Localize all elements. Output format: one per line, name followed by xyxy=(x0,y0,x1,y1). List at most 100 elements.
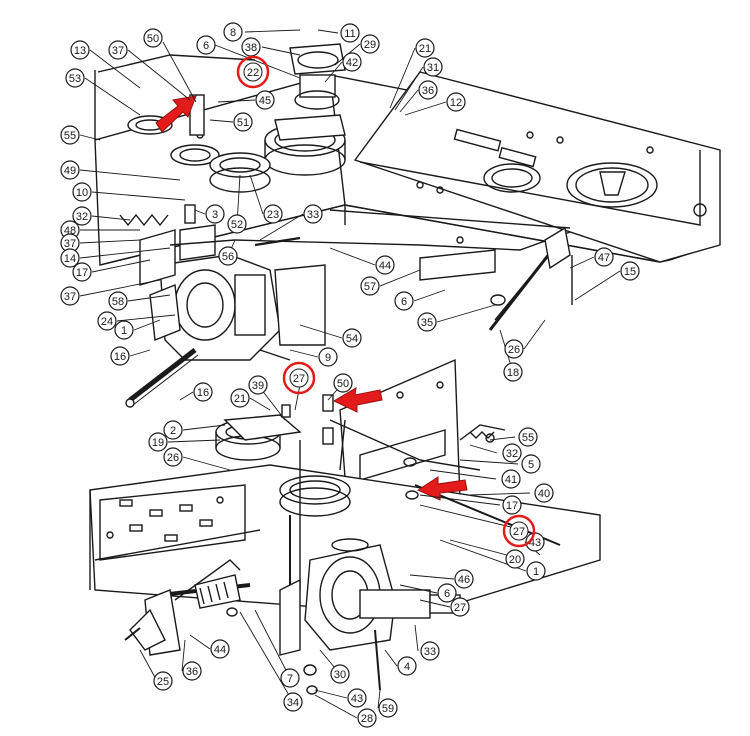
part-callout-58: 58 xyxy=(108,291,128,311)
part-callout-54: 54 xyxy=(342,328,362,348)
part-callout-16: 16 xyxy=(193,382,213,402)
callout-circle xyxy=(420,641,440,661)
part-callout-24: 24 xyxy=(97,311,117,331)
callout-circle xyxy=(397,656,417,676)
highlighted-callout-22: 22 xyxy=(236,55,270,89)
callout-circle xyxy=(340,23,360,43)
arrow-middle xyxy=(332,387,383,413)
callout-circle xyxy=(360,34,380,54)
part-callout-17: 17 xyxy=(72,262,92,282)
callout-circle xyxy=(526,561,546,581)
callout-number: 34 xyxy=(287,697,299,709)
callout-number: 26 xyxy=(508,344,520,356)
part-callout-41: 41 xyxy=(501,469,521,489)
callout-circle xyxy=(108,40,128,60)
callout-circle xyxy=(347,688,367,708)
part-callout-7: 7 xyxy=(280,668,300,688)
part-callout-46: 46 xyxy=(454,569,474,589)
callout-number: 31 xyxy=(427,62,439,74)
callout-number: 20 xyxy=(509,554,521,566)
callout-number: 10 xyxy=(76,187,88,199)
callout-circle xyxy=(378,698,398,718)
callout-number: 16 xyxy=(197,387,209,399)
part-callout-8: 8 xyxy=(223,22,243,42)
callout-circle xyxy=(418,80,438,100)
callout-circle xyxy=(357,708,377,728)
callout-circle xyxy=(534,483,554,503)
callout-circle xyxy=(303,204,323,224)
part-callout-3: 3 xyxy=(205,204,225,224)
callout-number: 55 xyxy=(522,432,534,444)
callout-number: 57 xyxy=(364,281,376,293)
part-callout-47: 47 xyxy=(594,247,614,267)
callout-number: 17 xyxy=(76,267,88,279)
callout-circle xyxy=(248,375,268,395)
callout-circle xyxy=(72,182,92,202)
callout-circle xyxy=(233,112,253,132)
callout-number: 41 xyxy=(505,474,517,486)
part-callout-31: 31 xyxy=(423,57,443,77)
part-callout-43: 43 xyxy=(525,532,545,552)
callout-circle xyxy=(280,668,300,688)
part-callout-21: 21 xyxy=(415,38,435,58)
part-callout-57: 57 xyxy=(360,276,380,296)
callout-number: 32 xyxy=(76,211,88,223)
part-callout-13: 13 xyxy=(70,40,90,60)
highlighted-callout-27: 27 xyxy=(282,361,316,395)
arrow-upper-left xyxy=(155,95,197,133)
part-callout-33: 33 xyxy=(303,204,323,224)
part-callout-16: 16 xyxy=(110,346,130,366)
callout-number: 16 xyxy=(114,351,126,363)
callout-number: 9 xyxy=(325,352,331,364)
callout-circle xyxy=(60,160,80,180)
callout-number: 52 xyxy=(231,219,243,231)
part-callout-38: 38 xyxy=(241,37,261,57)
callout-circle xyxy=(65,68,85,88)
part-callout-44: 44 xyxy=(210,639,230,659)
part-callout-30: 30 xyxy=(330,664,350,684)
callout-number: 26 xyxy=(167,452,179,464)
callout-number: 18 xyxy=(507,367,519,379)
red-highlight-ring xyxy=(502,514,536,548)
part-callout-59: 59 xyxy=(378,698,398,718)
callout-number: 40 xyxy=(538,488,550,500)
callout-number: 33 xyxy=(307,209,319,221)
callout-number: 25 xyxy=(157,676,169,688)
part-callout-35: 35 xyxy=(417,312,437,332)
callout-circle xyxy=(227,214,247,234)
callout-circle xyxy=(333,373,353,393)
callout-number: 49 xyxy=(64,165,76,177)
callout-number: 50 xyxy=(337,378,349,390)
part-callout-6: 6 xyxy=(196,35,216,55)
part-callout-55: 55 xyxy=(518,427,538,447)
callout-circle xyxy=(375,255,395,275)
part-callout-9: 9 xyxy=(318,347,338,367)
part-callout-53: 53 xyxy=(65,68,85,88)
callout-number: 27 xyxy=(513,526,525,538)
part-callout-40: 40 xyxy=(534,483,554,503)
callout-number: 44 xyxy=(379,260,391,272)
callout-number: 58 xyxy=(112,296,124,308)
part-callout-17: 17 xyxy=(502,495,522,515)
callout-number: 36 xyxy=(186,666,198,678)
callout-number: 13 xyxy=(74,45,86,57)
callout-circle xyxy=(218,246,238,266)
part-callout-27: 27 xyxy=(450,597,470,617)
callout-number: 37 xyxy=(112,45,124,57)
part-callout-33: 33 xyxy=(420,641,440,661)
part-callout-37: 37 xyxy=(60,286,80,306)
callout-circle xyxy=(502,495,522,515)
callout-number: 24 xyxy=(101,316,113,328)
callout-number: 15 xyxy=(624,266,636,278)
callout-number: 51 xyxy=(237,117,249,129)
callout-circle xyxy=(243,62,263,82)
highlighted-callout-27: 27 xyxy=(502,514,536,548)
callout-number: 47 xyxy=(598,252,610,264)
callout-circle xyxy=(230,388,250,408)
callout-circle xyxy=(72,206,92,226)
part-callout-39: 39 xyxy=(248,375,268,395)
callout-circle xyxy=(263,204,283,224)
part-callout-25: 25 xyxy=(153,671,173,691)
